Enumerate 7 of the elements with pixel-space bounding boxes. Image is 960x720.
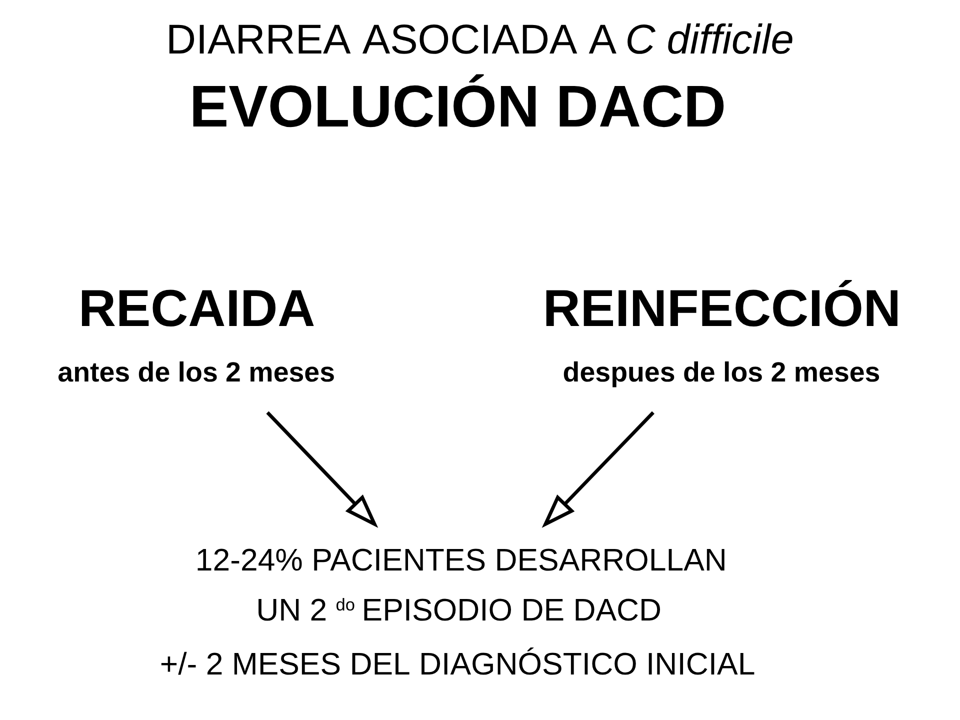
diagram-title: DIARREA ASOCIADA A C difficile	[165, 16, 794, 63]
node-text: RECAIDA antes de los 2 meses	[57, 280, 335, 388]
arrow	[266, 411, 378, 528]
arrow	[541, 411, 654, 528]
label: EVOLUCIÓN DACD	[188, 74, 726, 140]
node-text: 12-24% PACIENTES DESARROLLAN UN 2 $^{do}$ EPISODIO DE DACD +/- 2 MESES DEL DIAGNÓSTICO INICIAL	[159, 542, 755, 682]
node-text: REINFECCIÓN despues de los 2 meses	[542, 280, 900, 388]
